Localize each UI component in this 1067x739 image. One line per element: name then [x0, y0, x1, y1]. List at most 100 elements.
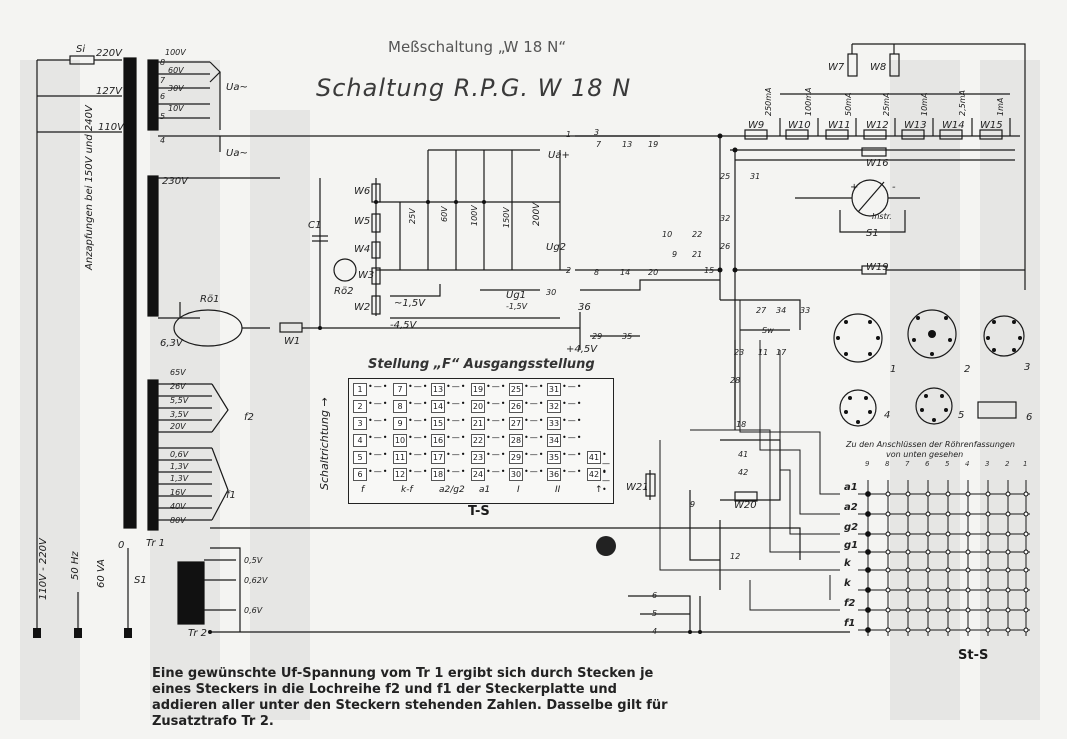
- tap-100v: 100V: [470, 205, 479, 226]
- contact-dots: •—•: [486, 467, 507, 476]
- contact-dots: •—•: [446, 433, 467, 442]
- matrix-row-label: a2: [844, 502, 858, 513]
- sts-label: St-S: [958, 648, 989, 663]
- tap-150v: 150V: [502, 207, 511, 228]
- contact-dots: •—•: [562, 433, 583, 442]
- matrix-row-label: a1: [844, 482, 858, 493]
- tr2-tap-2: 0,6V: [244, 606, 263, 615]
- matrix-node: [945, 491, 951, 497]
- contact-dots: •—•: [368, 450, 389, 459]
- node-29: 29: [592, 332, 603, 341]
- node-36: 36: [578, 302, 591, 313]
- footnote: Eine gewünschte Uf-Spannung vom Tr 1 erg…: [152, 666, 668, 729]
- matrix-node: [905, 511, 911, 517]
- instrument-label: Instr.: [872, 212, 892, 221]
- contact-dots: •—•: [524, 433, 545, 442]
- matrix-node: [1005, 531, 1011, 537]
- contact-34: 34: [776, 306, 787, 315]
- resistor-w4: W4: [354, 244, 371, 255]
- ua-pin-6: 6: [160, 92, 166, 101]
- matrix-row-label: k: [844, 578, 851, 589]
- matrix-node: [1005, 607, 1011, 613]
- tap-60v: 60V: [440, 206, 449, 222]
- table-cell: 26: [509, 400, 523, 413]
- ug1-label: Ug1: [506, 290, 527, 301]
- matrix-row-label: k: [844, 558, 851, 569]
- matrix-node: [925, 587, 931, 593]
- contact-17: 17: [776, 348, 787, 357]
- table-cell: 27: [509, 417, 523, 430]
- matrix-node: [925, 491, 931, 497]
- bias-15: ~1,5V: [394, 298, 426, 309]
- contact-dots: •—•: [486, 433, 507, 442]
- contact-dots: •—•: [446, 382, 467, 391]
- table-cell: 17: [431, 451, 445, 464]
- matrix-node: [1005, 627, 1011, 633]
- contact-dots: •—•: [408, 382, 429, 391]
- matrix-node: [985, 531, 991, 537]
- contact-28: 28: [730, 376, 741, 385]
- matrix-node: [925, 511, 931, 517]
- matrix-node: [965, 491, 971, 497]
- matrix-node: [965, 549, 971, 555]
- table-cell: 19: [471, 383, 485, 396]
- node-30: 30: [546, 288, 557, 297]
- tr2-pin-6: 6: [652, 591, 658, 600]
- matrix-node: [985, 627, 991, 633]
- matrix-node: [885, 587, 891, 593]
- matrix-node: [1023, 491, 1029, 497]
- matrix-node: [1023, 549, 1029, 555]
- matrix-node: [1005, 587, 1011, 593]
- matrix-col-label: 2: [1005, 460, 1010, 468]
- matrix-row-label: f1: [844, 618, 856, 629]
- resistor-w20: W20: [734, 500, 757, 511]
- f-tap-2: 5,5V: [170, 396, 189, 405]
- table-cell: 10: [393, 434, 407, 447]
- matrix-node: [885, 627, 891, 633]
- supply-voltage: 110V - 220V: [38, 538, 49, 600]
- contact-41: 41: [738, 450, 749, 459]
- matrix-node: [865, 511, 871, 517]
- table-cell: 5: [353, 451, 367, 464]
- node-22: 22: [692, 230, 703, 239]
- matrix-node: [985, 587, 991, 593]
- matrix-node: [965, 607, 971, 613]
- tap-note: Anzapfungen bei 150V und 240V: [84, 105, 95, 270]
- ts-label: T-S: [468, 504, 490, 519]
- shunt-w13: W13: [904, 120, 927, 131]
- matrix-node: [1023, 511, 1029, 517]
- matrix-node: [945, 531, 951, 537]
- resistor-w3: W3: [358, 270, 375, 281]
- ua-pin-8: 8: [160, 58, 166, 67]
- f-tap-0: 65V: [170, 368, 186, 377]
- table-cell: 9: [393, 417, 407, 430]
- contact-dots: •—•: [524, 450, 545, 459]
- contact-dots: •—•: [524, 399, 545, 408]
- tap-220: 220V: [96, 48, 122, 59]
- f2-label: f2: [244, 412, 254, 423]
- contact-dots: •—•: [562, 467, 583, 476]
- contact-dots: •—•: [408, 399, 429, 408]
- tap-25v: 25V: [408, 208, 417, 224]
- table-footer-label: f: [361, 485, 365, 495]
- matrix-node: [945, 549, 951, 555]
- range-1ma: 1mA: [996, 97, 1005, 116]
- range-100ma: 100mA: [804, 87, 813, 116]
- table-cell: 11: [393, 451, 407, 464]
- ua-tap-30: 30V: [168, 84, 184, 93]
- table-cell: 23: [471, 451, 485, 464]
- matrix-node: [865, 531, 871, 537]
- f-tap-6: 1,3V: [170, 462, 189, 471]
- table-cell: 12: [393, 468, 407, 481]
- bias-plus45: +4,5V: [566, 344, 598, 355]
- shunt-w14: W14: [942, 120, 965, 131]
- matrix-node: [985, 607, 991, 613]
- matrix-col-label: 8: [885, 460, 890, 468]
- table-cell: 13: [431, 383, 445, 396]
- table-cell: 18: [431, 468, 445, 481]
- contact-23: 23: [734, 348, 745, 357]
- contact-dots: •—•: [486, 382, 507, 391]
- contact-32: 32: [720, 214, 731, 223]
- contact-12: 12: [730, 552, 741, 561]
